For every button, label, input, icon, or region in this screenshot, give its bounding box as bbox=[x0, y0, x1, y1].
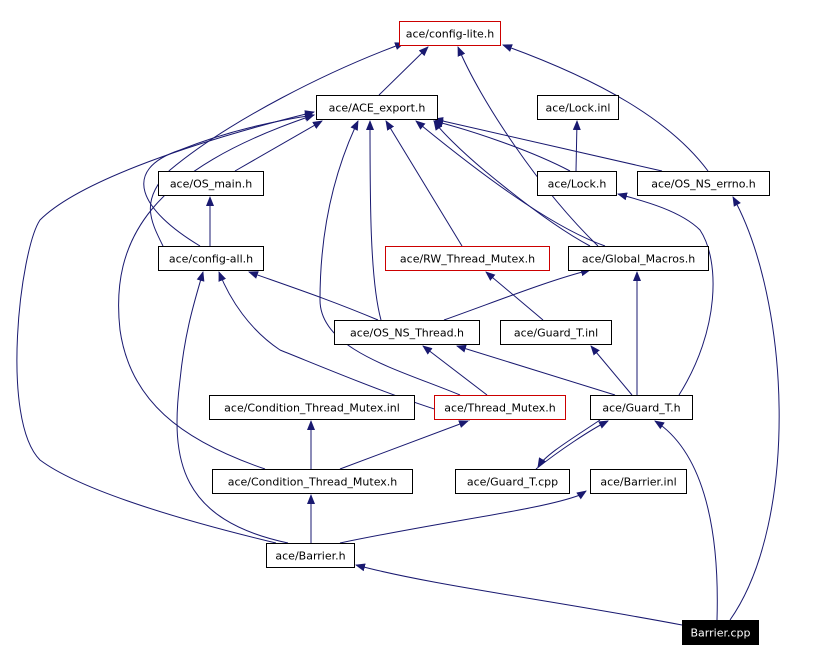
graph-nodes: ace/config-lite.h ace/ACE_export.h ace/Loc… bbox=[158, 21, 770, 645]
edge-os_ns_thread-to-config_all bbox=[248, 271, 379, 321]
node-label: ace/Barrier.inl bbox=[600, 476, 676, 489]
node-guard-t-inl[interactable]: ace/Guard_T.inl bbox=[500, 320, 612, 345]
node-label: ace/Condition_Thread_Mutex.h bbox=[228, 476, 398, 489]
edge-thread_mutex-to-os_ns_thread bbox=[422, 345, 488, 396]
node-box bbox=[385, 246, 550, 271]
node-os-ns-thread[interactable]: ace/OS_NS_Thread.h bbox=[334, 320, 480, 345]
edge-barrier_h-to-ace_export bbox=[16, 110, 315, 544]
edge-os_ns_thread-to-ace_export bbox=[366, 119, 382, 321]
edge-os_ns_errno-to-config_lite bbox=[502, 44, 709, 172]
node-box bbox=[537, 171, 617, 196]
node-config-all[interactable]: ace/config-all.h bbox=[158, 246, 264, 271]
node-label: ace/RW_Thread_Mutex.h bbox=[400, 253, 535, 266]
edge-os_ns_errno-to-ace_export bbox=[433, 117, 663, 172]
node-box bbox=[568, 246, 709, 271]
node-ace-export[interactable]: ace/ACE_export.h bbox=[316, 95, 438, 120]
node-label: ace/OS_NS_errno.h bbox=[651, 178, 756, 191]
node-cond-thread-mutex-h[interactable]: ace/Condition_Thread_Mutex.h bbox=[212, 469, 413, 494]
node-label: Barrier.cpp bbox=[691, 627, 751, 640]
node-box bbox=[590, 469, 687, 494]
node-label: ace/OS_NS_Thread.h bbox=[350, 327, 464, 340]
node-barrier-cpp[interactable]: Barrier.cpp bbox=[682, 620, 759, 645]
graph-edges bbox=[16, 42, 780, 626]
node-box bbox=[212, 469, 413, 494]
node-label: ace/Barrier.h bbox=[275, 550, 345, 563]
edge-guard_t_inl-to-rw_thread_mutex bbox=[485, 271, 544, 321]
edge-barrier_cpp-to-guard_t_h bbox=[654, 420, 718, 621]
node-label: ace/OS_main.h bbox=[170, 178, 252, 191]
node-lock-inl[interactable]: ace/Lock.inl bbox=[537, 95, 619, 120]
node-thread-mutex[interactable]: ace/Thread_Mutex.h bbox=[434, 395, 566, 420]
edge-cond_thread_mutex_h-to-thread_mutex bbox=[339, 420, 469, 470]
node-barrier-inl[interactable]: ace/Barrier.inl bbox=[590, 469, 687, 494]
node-label: ace/ACE_export.h bbox=[329, 102, 426, 115]
edge-barrier_cpp-to-os_ns_errno bbox=[729, 196, 780, 621]
edge-ace_export-to-config_lite bbox=[378, 46, 429, 96]
node-rw-thread-mutex[interactable]: ace/RW_Thread_Mutex.h bbox=[385, 246, 550, 271]
node-barrier-h[interactable]: ace/Barrier.h bbox=[266, 543, 355, 568]
edge-os_main-to-ace_export bbox=[234, 120, 323, 172]
node-box bbox=[590, 395, 693, 420]
node-label: ace/config-all.h bbox=[169, 253, 253, 266]
node-label: ace/Thread_Mutex.h bbox=[444, 402, 556, 415]
node-box bbox=[316, 95, 438, 120]
node-box bbox=[209, 395, 415, 420]
edge-thread_mutex-to-ace_export bbox=[319, 120, 461, 396]
node-label: ace/Global_Macros.h bbox=[582, 253, 695, 266]
edge-global_macros-to-lock_h bbox=[433, 120, 591, 247]
node-label: ace/Condition_Thread_Mutex.inl bbox=[224, 402, 400, 415]
edge-barrier_h-to-config_all bbox=[176, 271, 289, 544]
node-box bbox=[500, 320, 612, 345]
node-label: ace/Guard_T.h bbox=[602, 402, 680, 415]
node-os-ns-errno[interactable]: ace/OS_NS_errno.h bbox=[637, 171, 770, 196]
node-box bbox=[158, 246, 264, 271]
node-guard-t-h[interactable]: ace/Guard_T.h bbox=[590, 395, 693, 420]
edge-os_ns_thread-to-global_macros bbox=[443, 268, 591, 321]
node-config-lite[interactable]: ace/config-lite.h bbox=[399, 21, 501, 46]
node-guard-t-cpp[interactable]: ace/Guard_T.cpp bbox=[455, 469, 570, 494]
edge-guard_t_h-to-os_ns_thread bbox=[456, 344, 616, 396]
edge-rw_thread_mutex-to-ace_export bbox=[385, 120, 463, 247]
node-box bbox=[537, 95, 619, 120]
node-label: ace/Lock.h bbox=[548, 178, 607, 191]
node-label: ace/Guard_T.inl bbox=[514, 327, 598, 340]
edge-barrier_h-to-barrier_inl bbox=[339, 490, 587, 544]
edge-config_all-to-ace_export bbox=[143, 112, 315, 247]
node-box bbox=[266, 543, 355, 568]
node-label: ace/Lock.inl bbox=[546, 102, 611, 115]
node-box bbox=[637, 171, 770, 196]
node-box bbox=[434, 395, 566, 420]
edge-global_macros-to-config_lite bbox=[457, 46, 599, 247]
node-label: ace/config-lite.h bbox=[406, 28, 495, 41]
edge-barrier_cpp-to-barrier_h bbox=[355, 563, 683, 626]
node-box bbox=[682, 620, 759, 645]
node-box bbox=[334, 320, 480, 345]
edge-guard_t_h-to-guard_t_cpp bbox=[537, 419, 601, 468]
edge-config_all-to-config_lite bbox=[149, 42, 405, 247]
edge-guard_t_h-to-lock_h bbox=[617, 192, 714, 396]
node-lock-h[interactable]: ace/Lock.h bbox=[537, 171, 617, 196]
node-box bbox=[399, 21, 501, 46]
edge-cond_thread_mutex_h-to-ace_export bbox=[118, 114, 315, 470]
node-box bbox=[158, 171, 264, 196]
edge-lock_h-to-ace_export bbox=[433, 119, 571, 172]
node-os-main[interactable]: ace/OS_main.h bbox=[158, 171, 264, 196]
edge-guard_t_h-to-guard_t_inl bbox=[590, 345, 633, 396]
node-cond-thread-mutex-inl[interactable]: ace/Condition_Thread_Mutex.inl bbox=[209, 395, 415, 420]
node-label: ace/Guard_T.cpp bbox=[467, 476, 558, 489]
node-global-macros[interactable]: ace/Global_Macros.h bbox=[568, 246, 709, 271]
edge-lock_h-to-lock_inl bbox=[572, 120, 581, 172]
node-box bbox=[455, 469, 570, 494]
edge-guard_t_cpp-to-guard_t_h bbox=[535, 420, 609, 470]
